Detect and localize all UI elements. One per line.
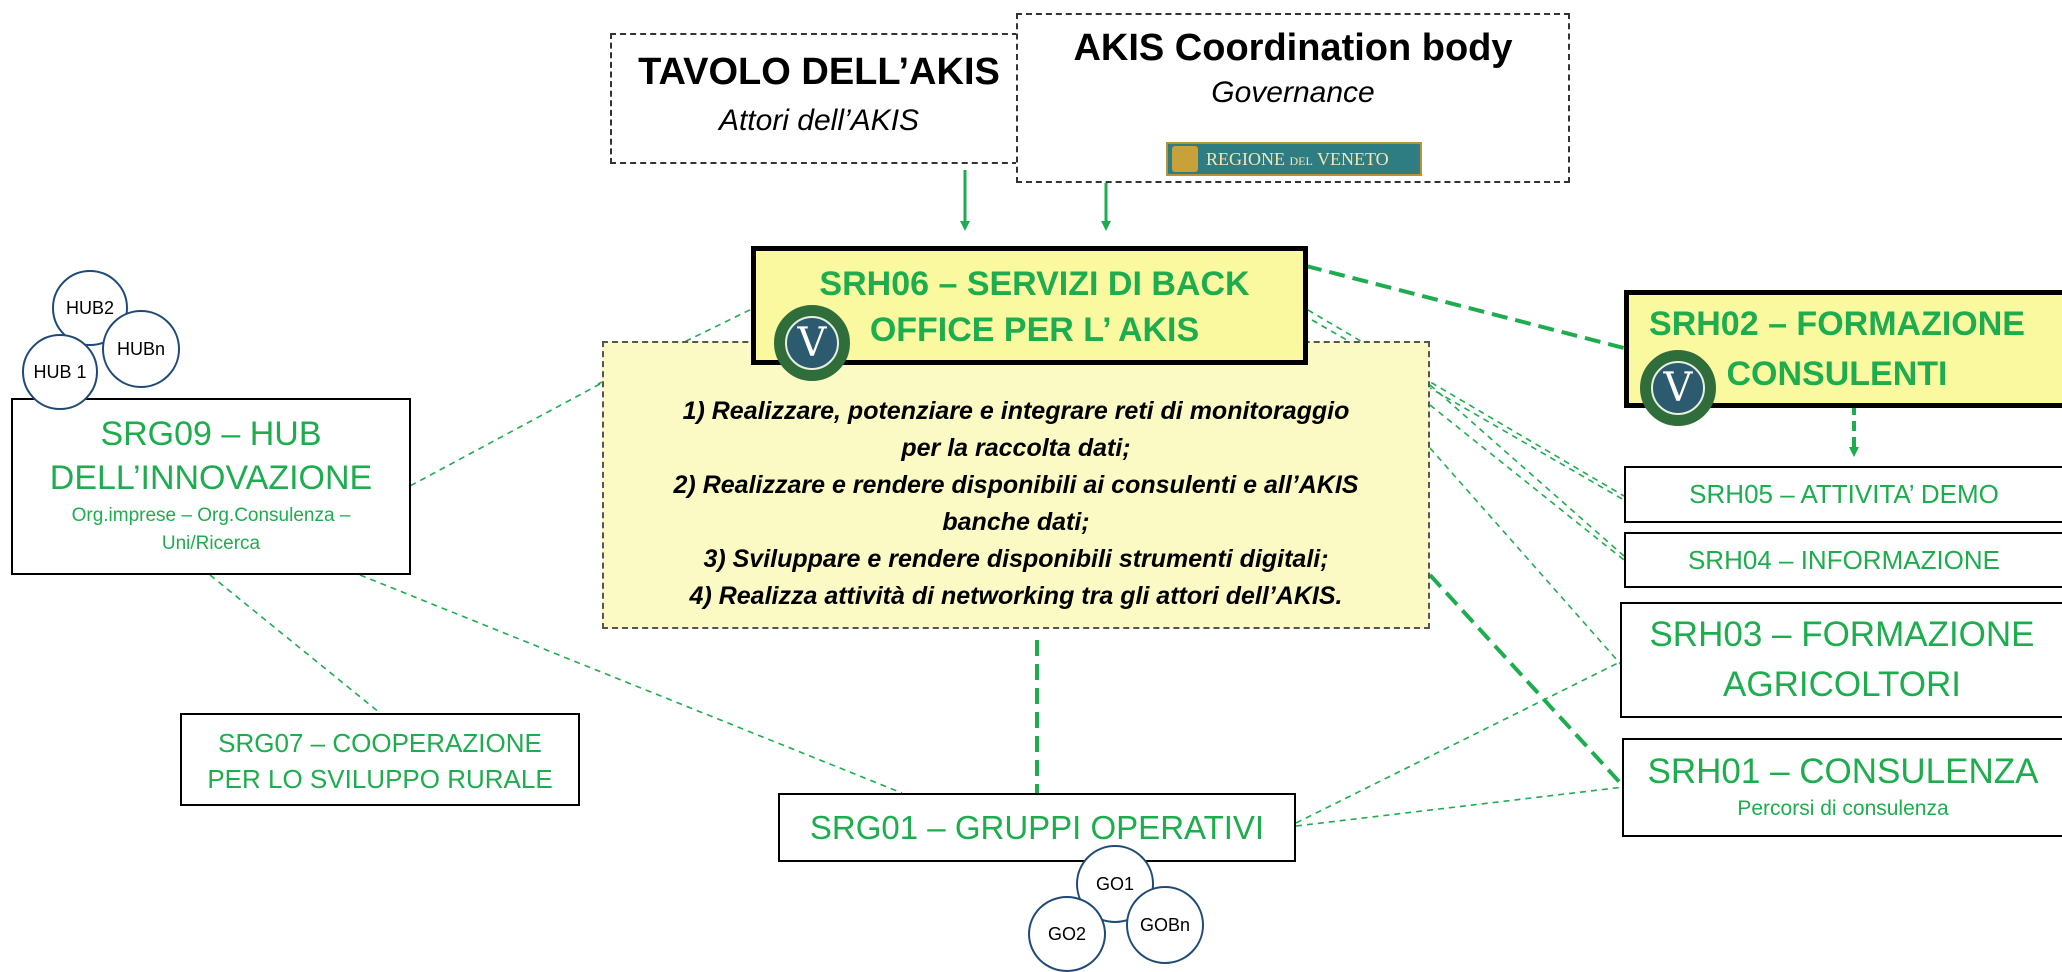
go2-circle: GO2 [1028, 896, 1106, 972]
regione-label: REGIONE DEL VENETO [1206, 148, 1389, 169]
srg09-subtitle: Org.imprese – Org.Consulenza – Uni/Ricer… [71, 505, 351, 554]
regione-veneto-logo: REGIONE DEL VENETO [1166, 142, 1422, 176]
srh01-box: SRH01 – CONSULENZA Percorsi di consulenz… [1622, 738, 2062, 837]
tavolo-title: TAVOLO DELL’AKIS [638, 51, 1000, 93]
coordination-body-box: AKIS Coordination body Governance REGION… [1016, 13, 1570, 183]
srh05-box: SRH05 – ATTIVITA’ DEMO [1624, 466, 2062, 523]
tavolo-subtitle: Attori dell’AKIS [718, 104, 920, 137]
objective-line: banche dati; [942, 508, 1090, 536]
link-srg09-srg01 [359, 574, 903, 794]
coordination-subtitle: Governance [1211, 76, 1375, 109]
srh01-subtitle: Percorsi di consulenza [1737, 797, 1949, 820]
objective-line: per la raccolta dati; [901, 434, 1131, 462]
link-srh06-srh04-a [1429, 384, 1625, 557]
link-srg01-srh03 [1295, 659, 1625, 824]
link-srg09-srg07 [209, 574, 381, 714]
srh05-title: SRH05 – ATTIVITA’ DEMO [1689, 479, 1999, 509]
veneto-agricoltura-logo: V [1640, 350, 1716, 426]
srh01-title: SRH01 – CONSULENZA [1647, 752, 2039, 791]
srg09-box: SRG09 – HUB DELL’INNOVAZIONE Org.imprese… [11, 398, 411, 575]
srh06-objectives-box: 1) Realizzare, potenziare e integrare re… [602, 341, 1430, 629]
objectives-list: 1) Realizzare, potenziare e integrare re… [604, 393, 1428, 615]
link-srg01-srh01 [1295, 786, 1625, 827]
coordination-title: AKIS Coordination body [1073, 27, 1513, 69]
srh04-title: SRH04 – INFORMAZIONE [1687, 545, 2001, 575]
hub1-circle: HUB 1 [22, 334, 98, 410]
srh02-title: SRH02 – FORMAZIONE CONSULENTI [1649, 305, 2025, 393]
srg07-title: SRG07 – COOPERAZIONE PER LO SVILUPPO RUR… [207, 728, 553, 794]
srh04-box: SRH04 – INFORMAZIONE [1624, 532, 2062, 588]
objective-line: 1) Realizzare, potenziare e integrare re… [682, 397, 1350, 425]
srh03-title: SRH03 – FORMAZIONE AGRICOLTORI [1649, 615, 2035, 704]
srg01-box: SRG01 – GRUPPI OPERATIVI [778, 793, 1296, 862]
veneto-agricoltura-logo-icon: V [785, 316, 839, 370]
hubn-circle: HUBn [102, 310, 180, 388]
srh03-box: SRH03 – FORMAZIONE AGRICOLTORI [1620, 602, 2062, 718]
veneto-agricoltura-logo: V [774, 305, 850, 381]
lion-emblem-icon [1172, 146, 1198, 172]
link-srh06-srh02 [1305, 264, 1625, 350]
link-srh06-srh01 [1428, 573, 1626, 789]
link-srh06-srh03 [1429, 447, 1625, 669]
srh06-title: SRH06 – SERVIZI DI BACK OFFICE PER L’ AK… [819, 265, 1250, 349]
srg07-box: SRG07 – COOPERAZIONE PER LO SVILUPPO RUR… [180, 713, 580, 806]
objective-line: 4) Realizza attività di networking tra g… [689, 582, 1343, 610]
srg09-title: SRG09 – HUB DELL’INNOVAZIONE [49, 415, 373, 497]
link-srh06-srh04-b [1429, 404, 1625, 561]
srh06-box: SRH06 – SERVIZI DI BACK OFFICE PER L’ AK… [751, 246, 1308, 365]
tavolo-akis-box: TAVOLO DELL’AKIS Attori dell’AKIS [610, 33, 1028, 164]
objective-line: 3) Sviluppare e rendere disponibili stru… [703, 545, 1329, 573]
objective-line: 2) Realizzare e rendere disponibili ai c… [673, 471, 1359, 499]
link-srh06-srg09-b [409, 383, 601, 487]
veneto-agricoltura-logo-icon: V [1651, 361, 1705, 415]
gon-circle: GOBn [1126, 886, 1204, 964]
srg01-title: SRG01 – GRUPPI OPERATIVI [809, 809, 1265, 846]
